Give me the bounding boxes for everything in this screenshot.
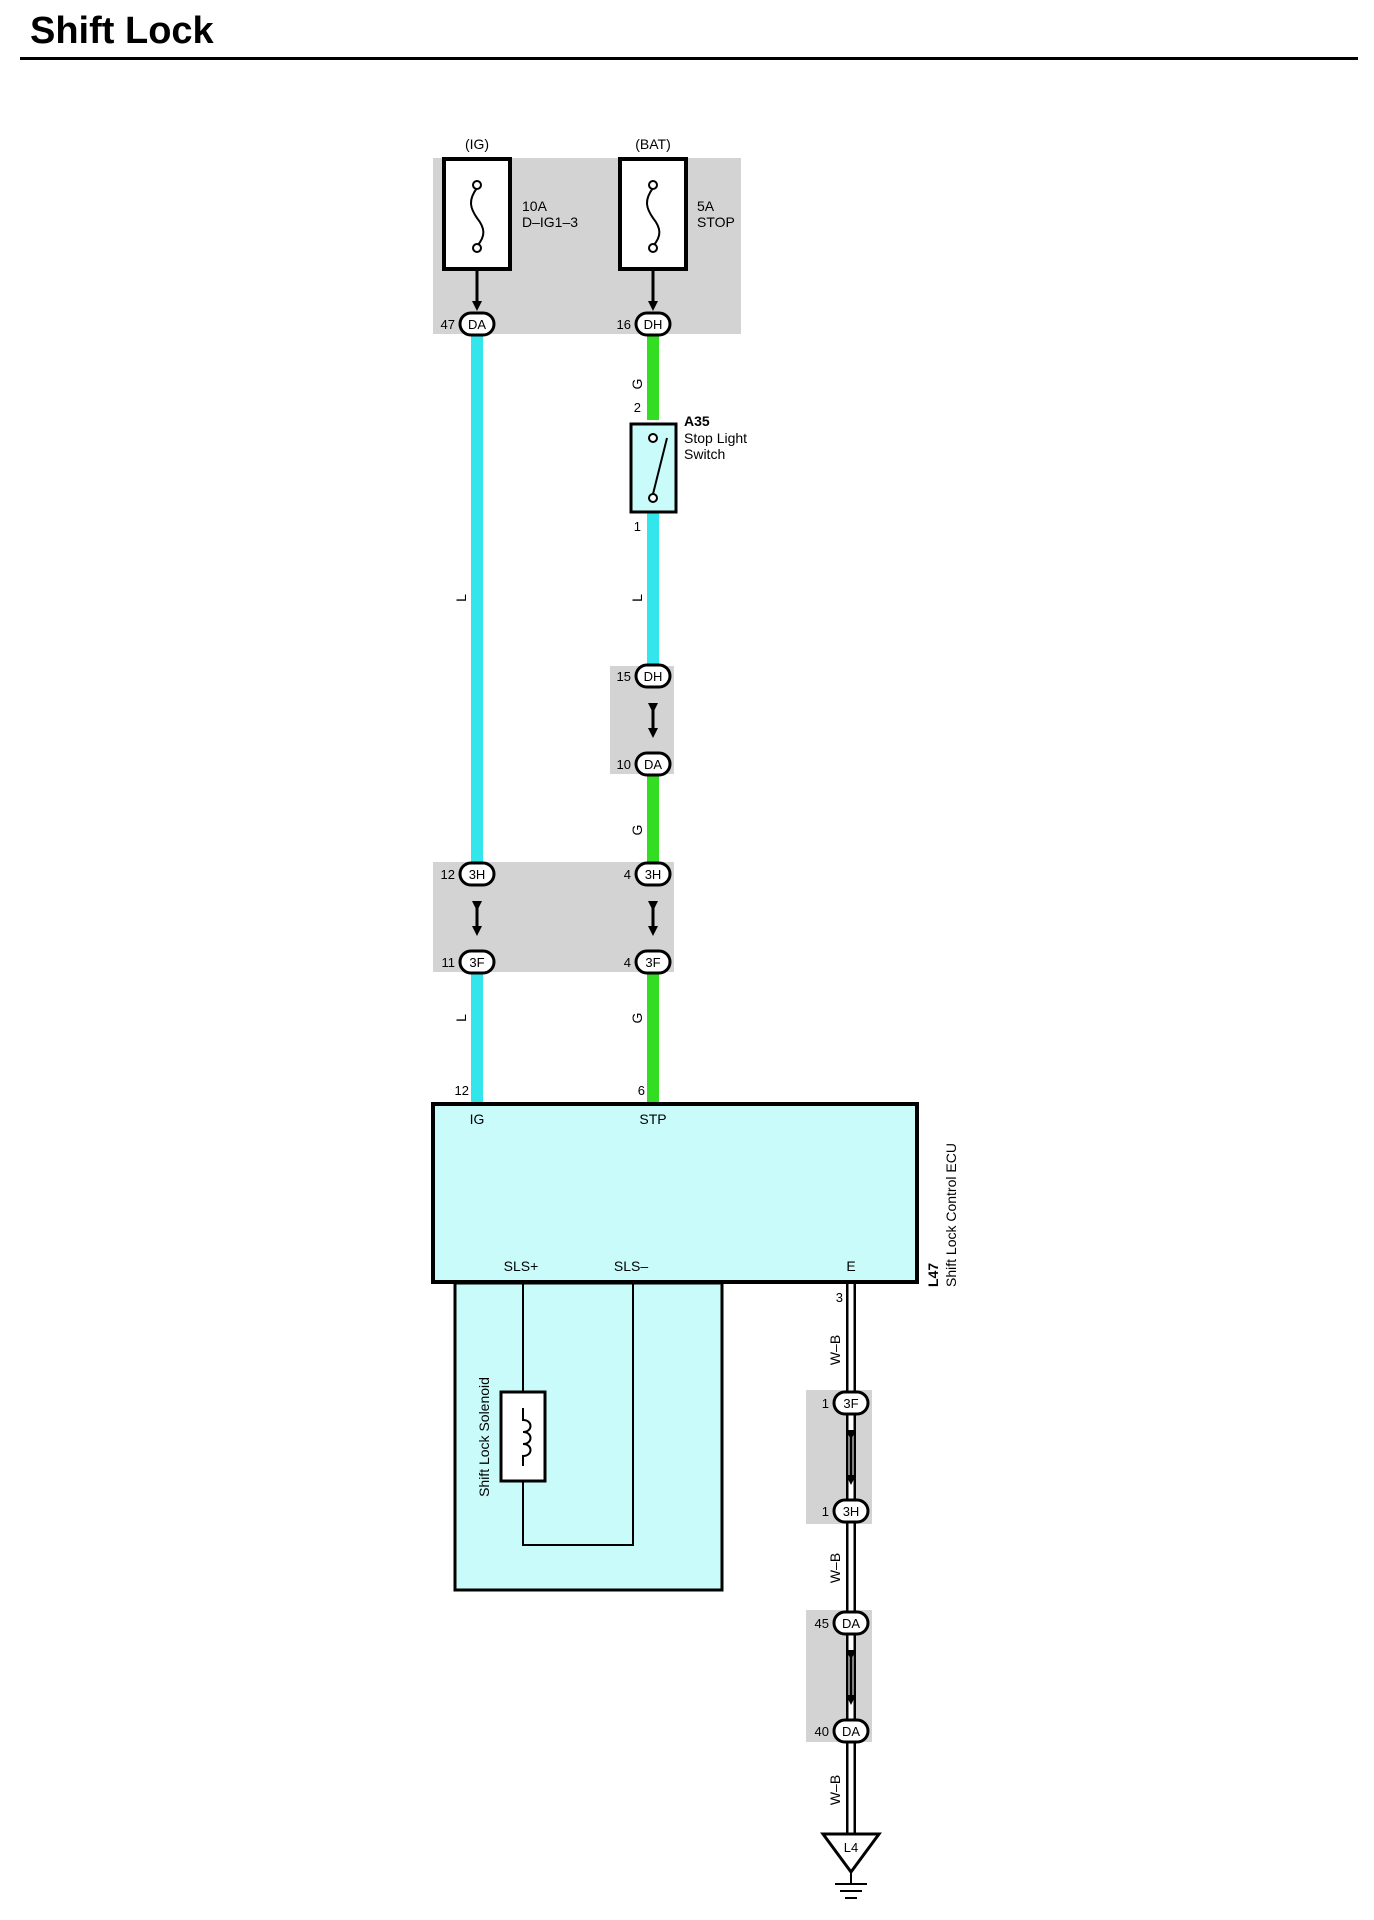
ecu-terminal-sls-plus: SLS+ — [504, 1258, 539, 1274]
page-title: Shift Lock — [30, 10, 214, 52]
pin-ecu-3: 3 — [836, 1290, 843, 1305]
pin-switch-1: 1 — [634, 519, 641, 534]
connector-da-47: DA — [458, 311, 496, 337]
svg-text:DA: DA — [468, 317, 486, 332]
wire-label-l-1: L — [453, 594, 469, 602]
wire-label-l-2: L — [629, 594, 645, 602]
connector-3f-1: 3F — [832, 1390, 870, 1416]
connector-dh-16: DH — [634, 311, 672, 337]
wire-label-g-2: G — [629, 825, 645, 836]
fuse-stop — [618, 157, 688, 271]
wire-label-g-3: G — [629, 1013, 645, 1024]
pin-10: 10 — [617, 757, 631, 772]
connector-da-45: DA — [832, 1610, 870, 1636]
stop-light-switch — [629, 422, 678, 514]
fuse-d-ig1-3 — [442, 157, 512, 271]
svg-text:3F: 3F — [843, 1396, 858, 1411]
pin-1-3f: 1 — [822, 1396, 829, 1411]
connector-da-40: DA — [832, 1718, 870, 1744]
ecu-terminal-sls-minus: SLS– — [614, 1258, 648, 1274]
solenoid-coil-icon — [522, 1408, 532, 1466]
wire-label-wb-1: W–B — [827, 1335, 843, 1365]
connector-3f-11: 3F — [458, 949, 496, 975]
svg-text:3F: 3F — [645, 955, 660, 970]
fuse1-rating: 10A — [522, 198, 548, 214]
svg-text:DA: DA — [842, 1724, 860, 1739]
ecu-terminal-e: E — [846, 1258, 855, 1274]
svg-text:3H: 3H — [843, 1504, 860, 1519]
ecu-name: Shift Lock Control ECU — [943, 1143, 959, 1287]
pin-47: 47 — [441, 317, 455, 332]
svg-text:3H: 3H — [469, 867, 486, 882]
connector-3h-12: 3H — [458, 861, 496, 887]
svg-text:DH: DH — [644, 317, 663, 332]
switch-name-line1: Stop Light — [684, 430, 747, 446]
connector-3h-4: 3H — [634, 861, 672, 887]
svg-text:DH: DH — [644, 669, 663, 684]
wire-label-wb-2: W–B — [827, 1553, 843, 1583]
svg-text:DA: DA — [842, 1616, 860, 1631]
pin-15: 15 — [617, 669, 631, 684]
ecu-code: L47 — [925, 1263, 941, 1287]
svg-text:3F: 3F — [469, 955, 484, 970]
ground-code: L4 — [844, 1840, 858, 1855]
pin-4-3f: 4 — [624, 955, 631, 970]
ig-label: (IG) — [465, 136, 489, 152]
pin-switch-2: 2 — [634, 400, 641, 415]
pin-ecu-6: 6 — [638, 1083, 645, 1098]
title-rule — [20, 57, 1358, 60]
shift-lock-control-ecu — [431, 1102, 919, 1284]
pin-16: 16 — [617, 317, 631, 332]
solenoid-name: Shift Lock Solenoid — [476, 1377, 492, 1497]
wire-label-wb-3: W–B — [827, 1775, 843, 1805]
fuse2-rating: 5A — [697, 198, 715, 214]
pin-40: 40 — [815, 1724, 829, 1739]
shift-lock-solenoid-module — [453, 1281, 724, 1592]
connector-dh-15: DH — [634, 663, 672, 689]
pin-1-3h: 1 — [822, 1504, 829, 1519]
svg-text:3H: 3H — [645, 867, 662, 882]
ground-icon — [820, 1832, 882, 1899]
pin-ecu-12: 12 — [455, 1083, 469, 1098]
ecu-terminal-ig: IG — [470, 1111, 485, 1127]
pin-12-3h: 12 — [441, 867, 455, 882]
pin-45: 45 — [815, 1616, 829, 1631]
switch-name-line2: Switch — [684, 446, 725, 462]
wire-label-g-1: G — [629, 379, 645, 390]
wire-label-l-3: L — [453, 1014, 469, 1022]
connector-3f-4: 3F — [634, 949, 672, 975]
pin-4-3h: 4 — [624, 867, 631, 882]
ecu-terminal-stp: STP — [639, 1111, 666, 1127]
pin-11: 11 — [442, 955, 456, 970]
connector-3h-1: 3H — [832, 1498, 870, 1524]
svg-text:DA: DA — [644, 757, 662, 772]
connector-da-10: DA — [634, 751, 672, 777]
switch-code: A35 — [684, 413, 710, 429]
fuse2-name: STOP — [697, 214, 735, 230]
fuse1-name: D–IG1–3 — [522, 214, 578, 230]
bat-label: (BAT) — [635, 136, 671, 152]
